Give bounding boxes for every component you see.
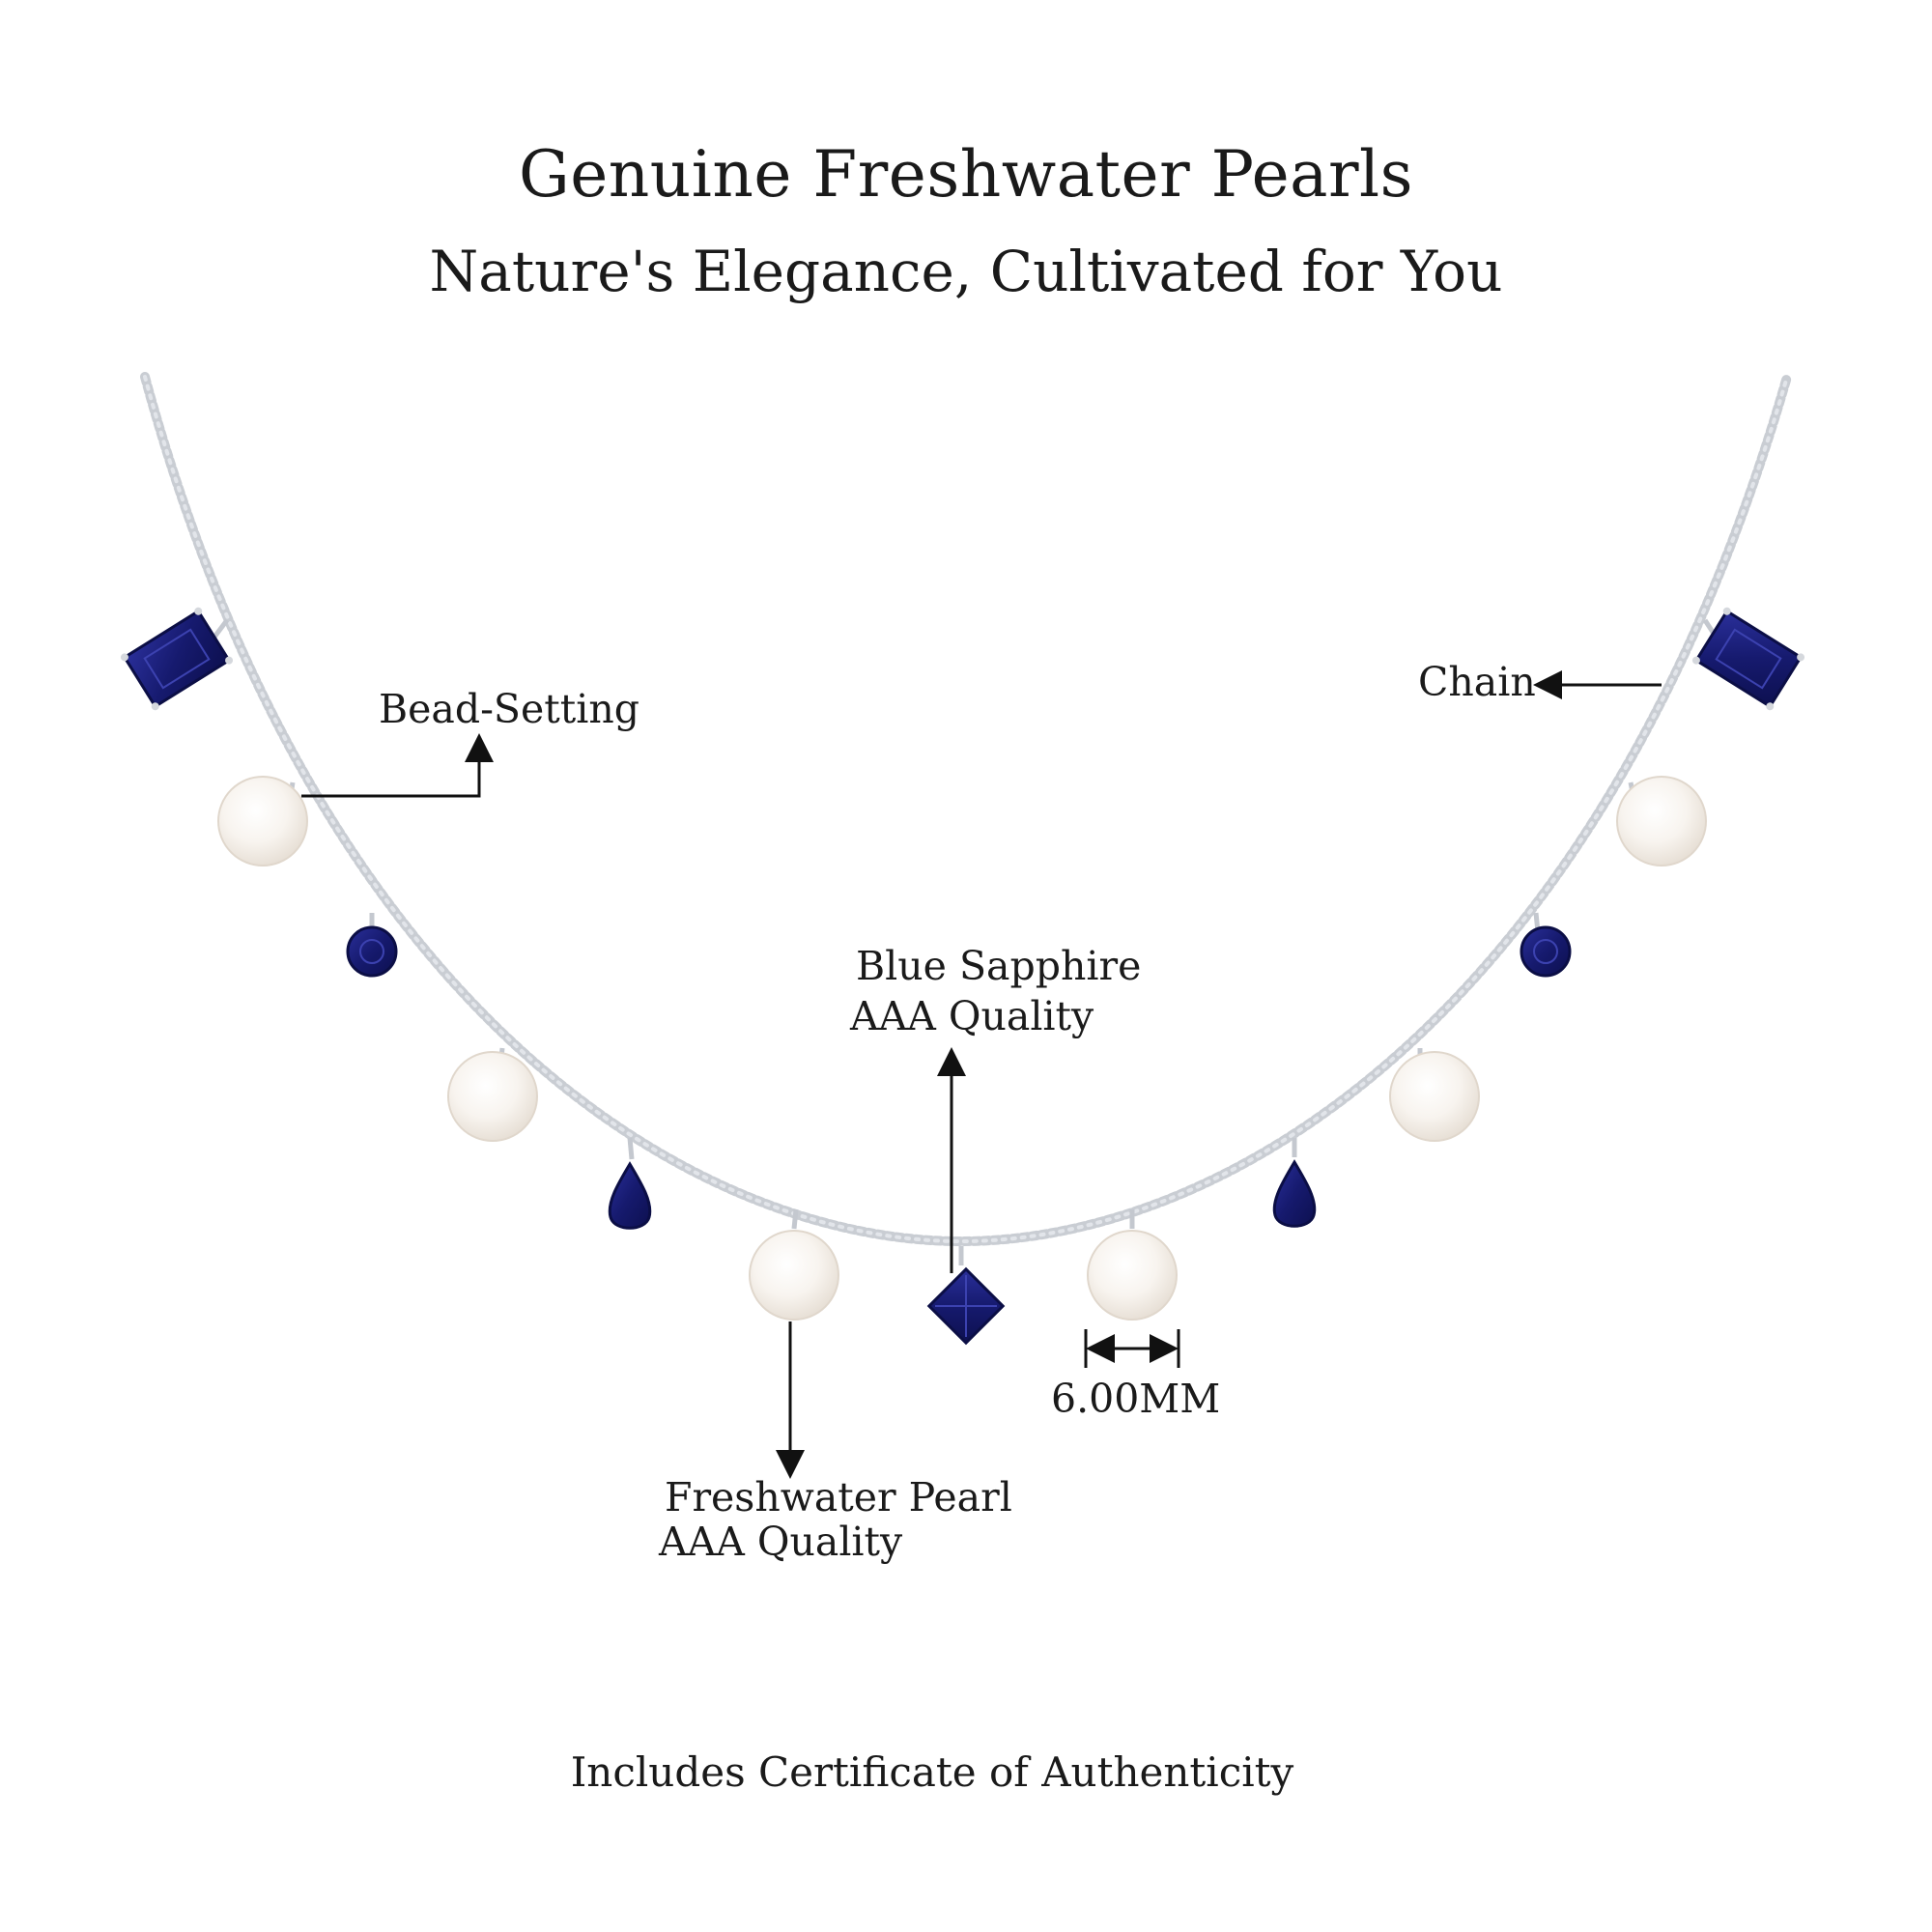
princess-sapphire-center (926, 1266, 1006, 1346)
measurement-label: 6.00MM (1051, 1376, 1221, 1422)
bead-setting-label: Bead-Setting (379, 686, 640, 732)
round-sapphire-left (346, 925, 398, 978)
pearl-4 (1087, 1230, 1178, 1321)
necklace-chain (140, 372, 1792, 1247)
emerald-cut-sapphire-left (120, 607, 234, 711)
chain-label: Chain (1418, 659, 1536, 705)
freshwater-pearl-label: Freshwater Pearl (665, 1474, 1012, 1520)
blue-sapphire-quality: AAA Quality (850, 993, 1094, 1039)
pearl-3 (749, 1230, 839, 1321)
pearl-1 (217, 776, 308, 867)
page-title: Genuine Freshwater Pearls (518, 137, 1414, 212)
certificate-note: Includes Certificate of Authenticity (570, 1748, 1294, 1796)
pearl-2 (447, 1051, 538, 1142)
round-sapphire-right (1520, 925, 1572, 978)
pearl-5 (1389, 1051, 1480, 1142)
blue-sapphire-label: Blue Sapphire (856, 943, 1142, 989)
pear-sapphire-right (1272, 1159, 1317, 1228)
pearl-6 (1616, 776, 1707, 867)
freshwater-pearl-quality: AAA Quality (659, 1519, 903, 1565)
emerald-cut-sapphire-right (1691, 607, 1805, 711)
bead-setting-pointer (301, 733, 494, 798)
pear-sapphire-left (608, 1161, 652, 1230)
page-subtitle: Nature's Elegance, Cultivated for You (429, 239, 1503, 304)
